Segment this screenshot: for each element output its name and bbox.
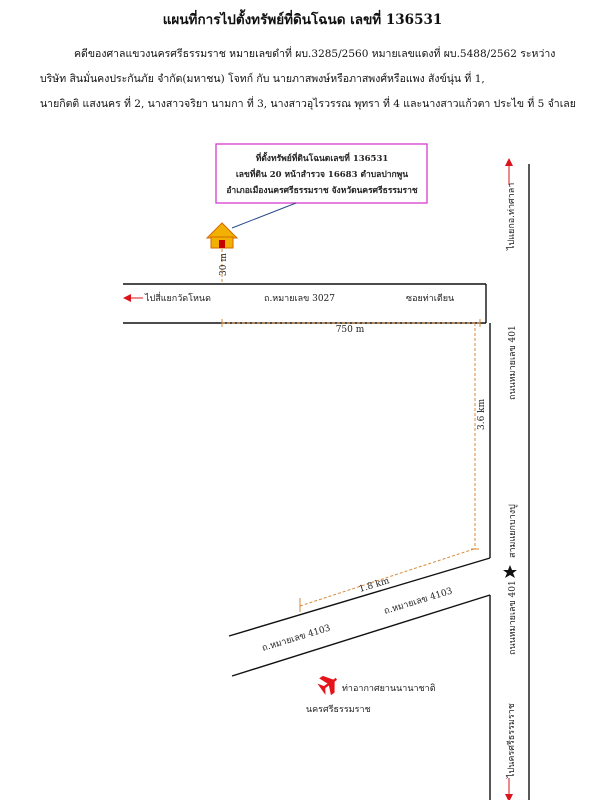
- label-3-6km: 3.6 km: [477, 398, 487, 430]
- road-4103-north-edge: [228, 557, 491, 637]
- label-road-3027: ถ.หมายเลข 3027: [264, 294, 335, 304]
- description-line-3: นายกิตติ แสงนคร ที่ 2, นางสาวจริยา นามกา…: [40, 98, 576, 110]
- callout-line-3: อำเภอเมืองนครศรีธรรมราช จังหวัดนครศรีธรร…: [226, 185, 418, 196]
- label-road-4103-lower: ถ.หมายเลข 4103: [261, 623, 332, 653]
- label-airport-line2: นครศรีธรรมราช: [306, 704, 371, 715]
- label-to-wat-noen: ไปสี่แยกวัดโหนด: [144, 291, 211, 304]
- route-1-8km: [299, 548, 475, 607]
- description-line-2: บริษัท สินมั่นคงประกันภัย จำกัด(มหาชน) โ…: [40, 73, 485, 85]
- house-icon: [205, 222, 239, 249]
- label-road-401-lower: ถนนหมายเลข 401: [508, 580, 518, 655]
- label-hotel: สามแยกบางปู: [508, 504, 518, 558]
- label-road-4103-upper: ถ.หมายเลข 4103: [383, 586, 454, 616]
- label-airport-line1: ท่าอากาศยานนานาชาติ: [342, 683, 436, 694]
- label-to-nakhon: ไปนครศรีธรรมราช: [506, 703, 517, 779]
- label-30m: 30 m: [219, 253, 229, 276]
- star-icon: [503, 565, 517, 578]
- callout-line-1: ที่ตั้งทรัพย์ที่ดินโฉนดเลขที่ 136531: [256, 151, 389, 164]
- callout-line-2: เลขที่ดิน 20 หน้าสำรวจ 16683 ตำบลปากพูน: [236, 167, 408, 180]
- label-road-401-upper: ถนนหมายเลข 401: [508, 325, 518, 400]
- property-callout-box: [215, 143, 428, 204]
- airplane-icon: [317, 675, 338, 696]
- label-750m: 750 m: [336, 325, 365, 335]
- callout-pointer: [231, 202, 297, 229]
- road-4103-south-edge: [231, 594, 491, 677]
- case-description: คดีของศาลแขวงนครศรีธรรมราช หมายเลขดำที่ …: [40, 42, 595, 117]
- description-line-1: คดีของศาลแขวงนครศรีธรรมราช หมายเลขดำที่ …: [74, 48, 556, 60]
- label-to-tha-sala: ไปแยกอ.ท่าศาลา: [506, 183, 517, 251]
- label-soi-tha-tian: ซอยท่าเตียน: [406, 293, 454, 304]
- page-title: แผนที่การไปตั้งทรัพย์ที่ดินโฉนด เลขที่ 1…: [162, 12, 443, 28]
